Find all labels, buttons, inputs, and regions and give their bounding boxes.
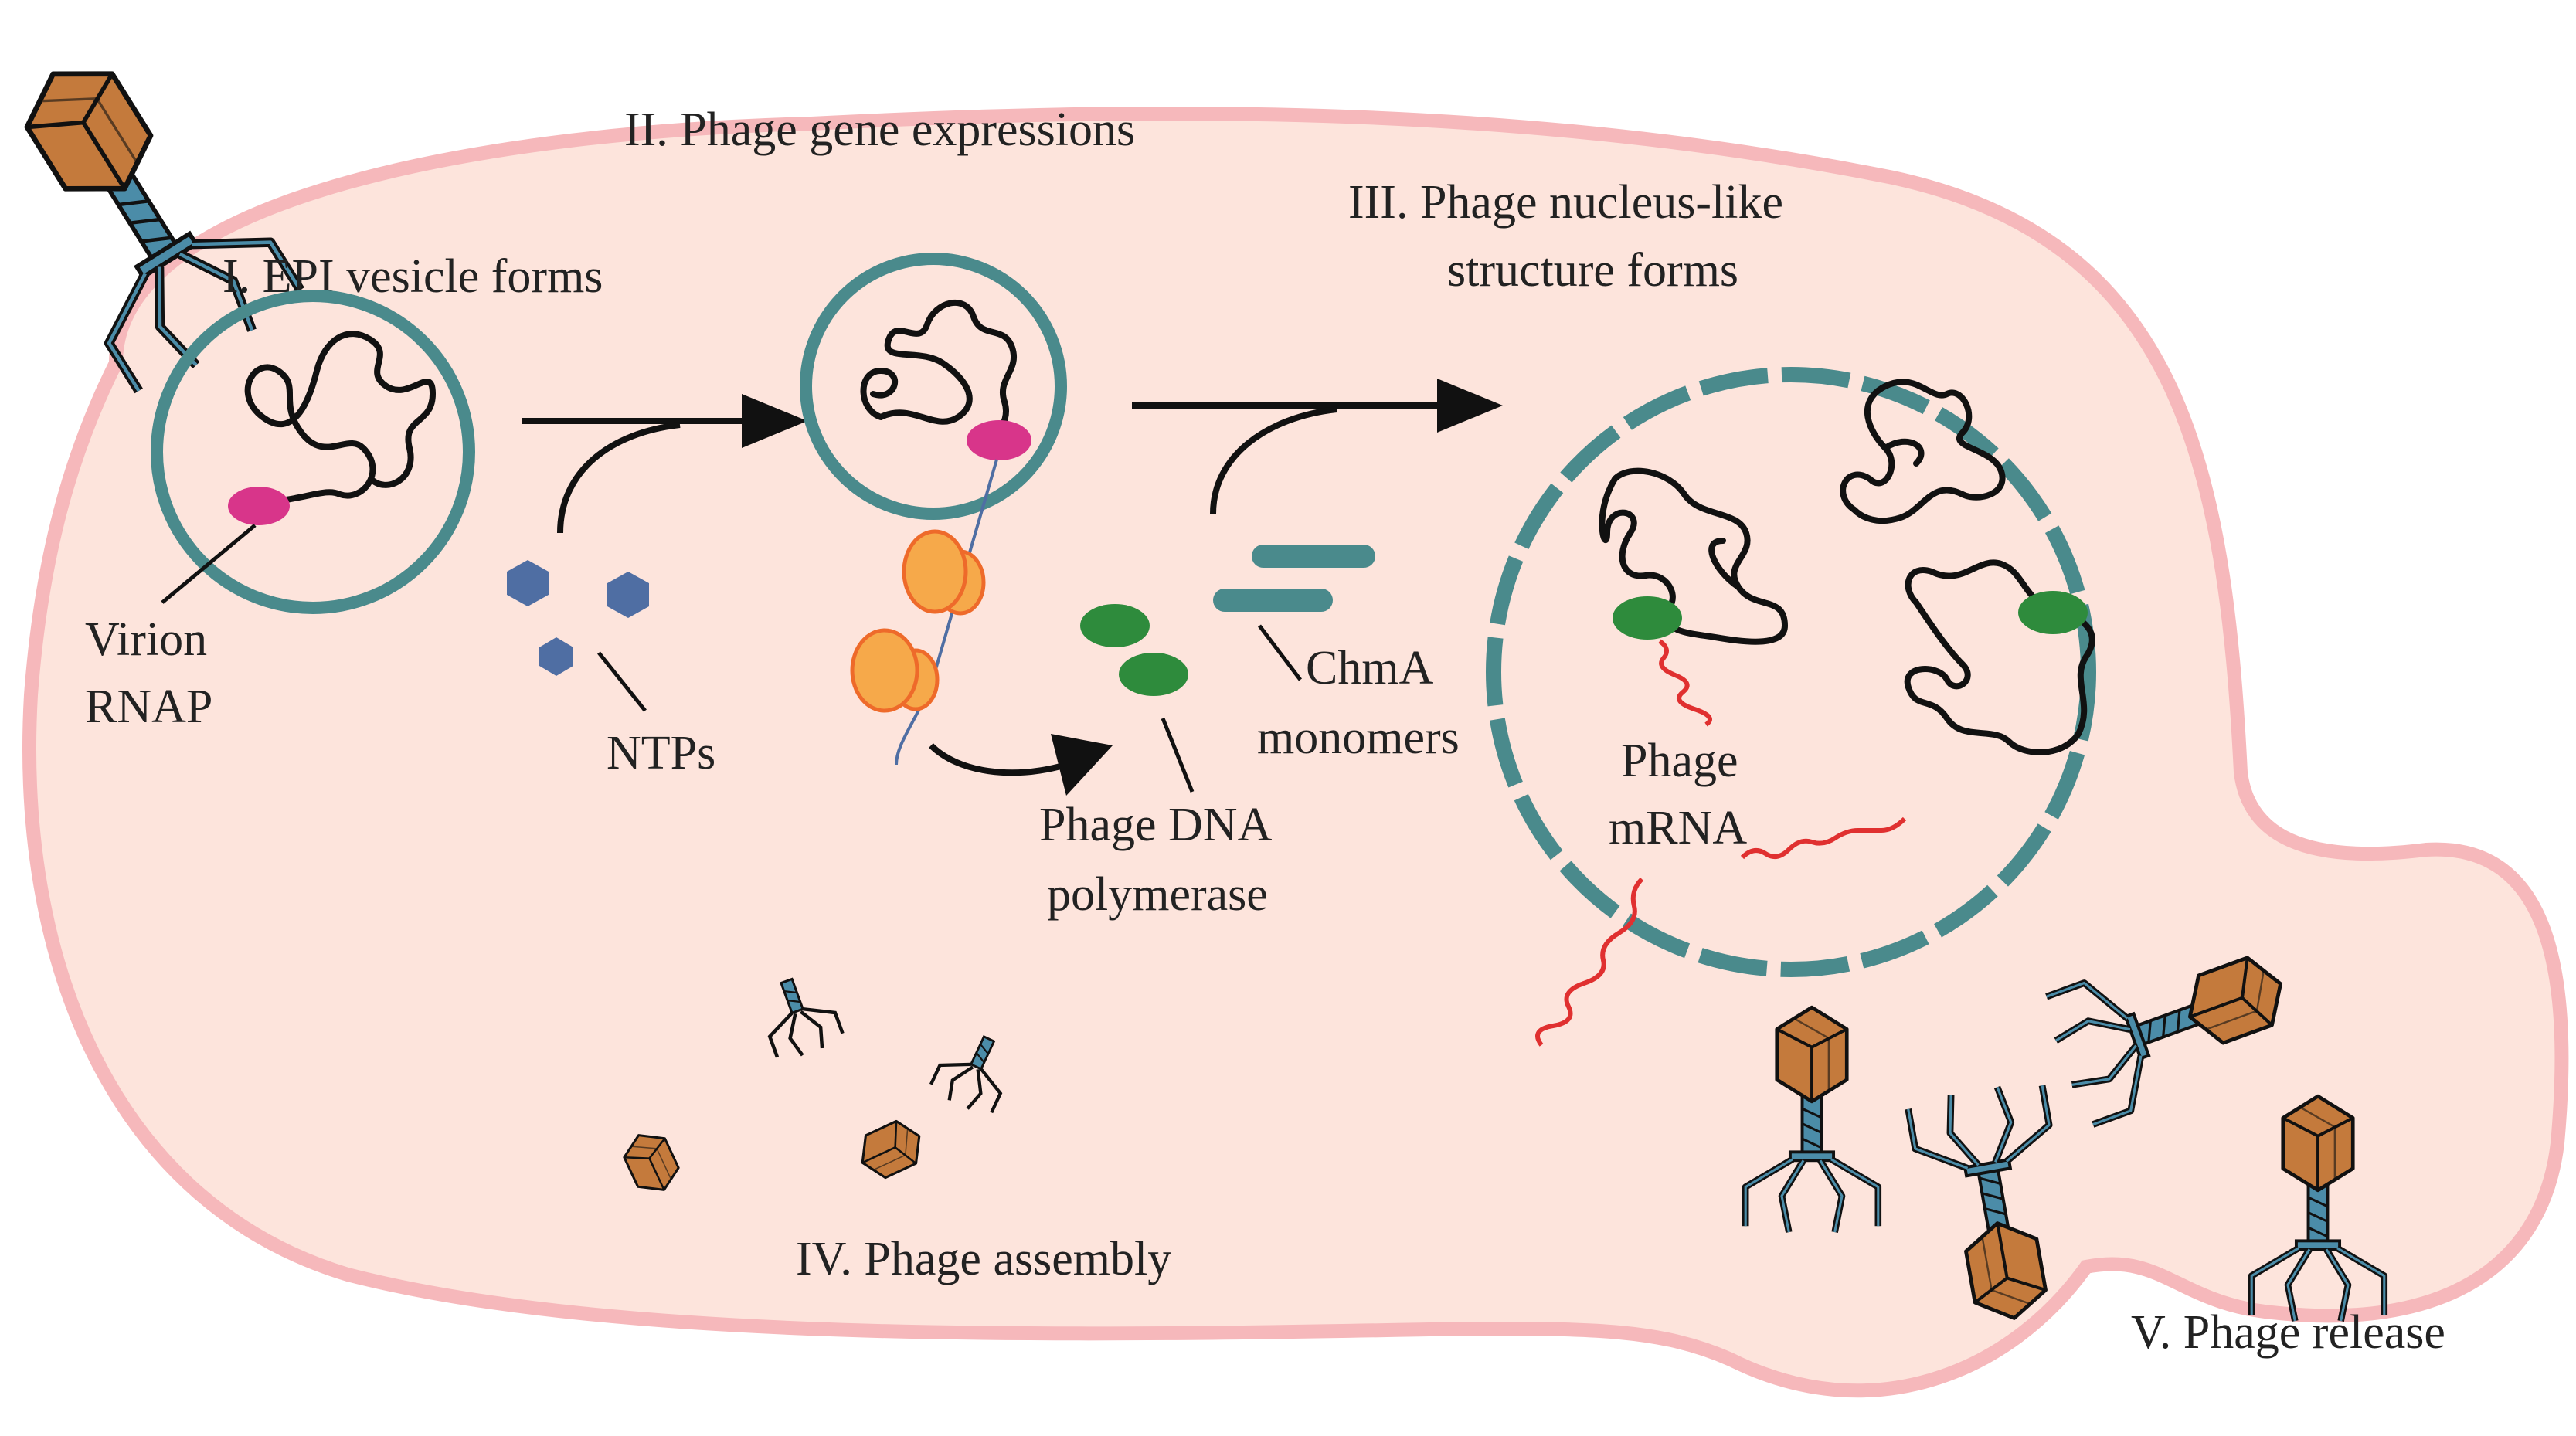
chma-monomer xyxy=(1252,545,1375,568)
label-polymerase: polymerase xyxy=(1047,868,1268,921)
dna-polymerase xyxy=(1119,653,1188,696)
phage-genome-dna xyxy=(244,331,437,505)
ribosome xyxy=(850,628,940,713)
stage-label-release: V. Phage release xyxy=(2131,1306,2445,1359)
chma-monomer xyxy=(1213,589,1333,612)
arrow-translation xyxy=(929,734,1113,796)
mrna-strand xyxy=(1740,816,1907,860)
dna-polymerase xyxy=(1613,596,1682,640)
virion-rnap xyxy=(228,487,290,525)
label-virion: Virion xyxy=(85,613,207,666)
stage-label-nucleus-line1: III. Phage nucleus-like xyxy=(1348,176,1783,229)
label-ntps: NTPs xyxy=(607,727,715,779)
dna-polymerase xyxy=(2018,591,2088,634)
label-chma: ChmA xyxy=(1306,642,1434,694)
arrow-stage-1-to-2 xyxy=(522,394,807,534)
label-mrna: mRNA xyxy=(1609,802,1747,854)
expression-vesicle xyxy=(800,253,1067,520)
phage-genome-dna xyxy=(1904,559,2095,755)
ribosome xyxy=(902,529,986,616)
ntp-hexagon xyxy=(607,572,649,618)
phage-genome-dna xyxy=(1840,379,2006,524)
mrna-strand xyxy=(1658,639,1712,727)
bacterial-cell xyxy=(22,106,2569,1398)
phage-genome-dna xyxy=(860,300,1017,441)
label-phage: Phage xyxy=(1621,735,1738,787)
label-rnap: RNAP xyxy=(85,681,212,733)
ntp-hexagon xyxy=(507,560,549,606)
stage-label-nucleus-line2: structure forms xyxy=(1447,244,1738,297)
mrna-strand xyxy=(1535,877,1644,1047)
ntp-hexagon xyxy=(539,637,573,676)
phage-nucleus-shell xyxy=(1486,367,2096,977)
label-dna-polymerase: Phage DNA xyxy=(1039,799,1273,851)
dna-polymerase xyxy=(1080,604,1150,647)
virion-rnap xyxy=(967,420,1031,460)
phage-genome-dna xyxy=(1599,467,1789,645)
ntps-group xyxy=(507,560,649,712)
arrow-stage-2-to-3 xyxy=(1132,379,1503,514)
mrna-strand xyxy=(895,459,998,766)
label-monomers: monomers xyxy=(1257,711,1460,764)
stage-label-assembly: IV. Phage assembly xyxy=(796,1233,1171,1285)
stage-label-gene-expression: II. Phage gene expressions xyxy=(624,104,1135,156)
epi-vesicle xyxy=(151,290,475,614)
